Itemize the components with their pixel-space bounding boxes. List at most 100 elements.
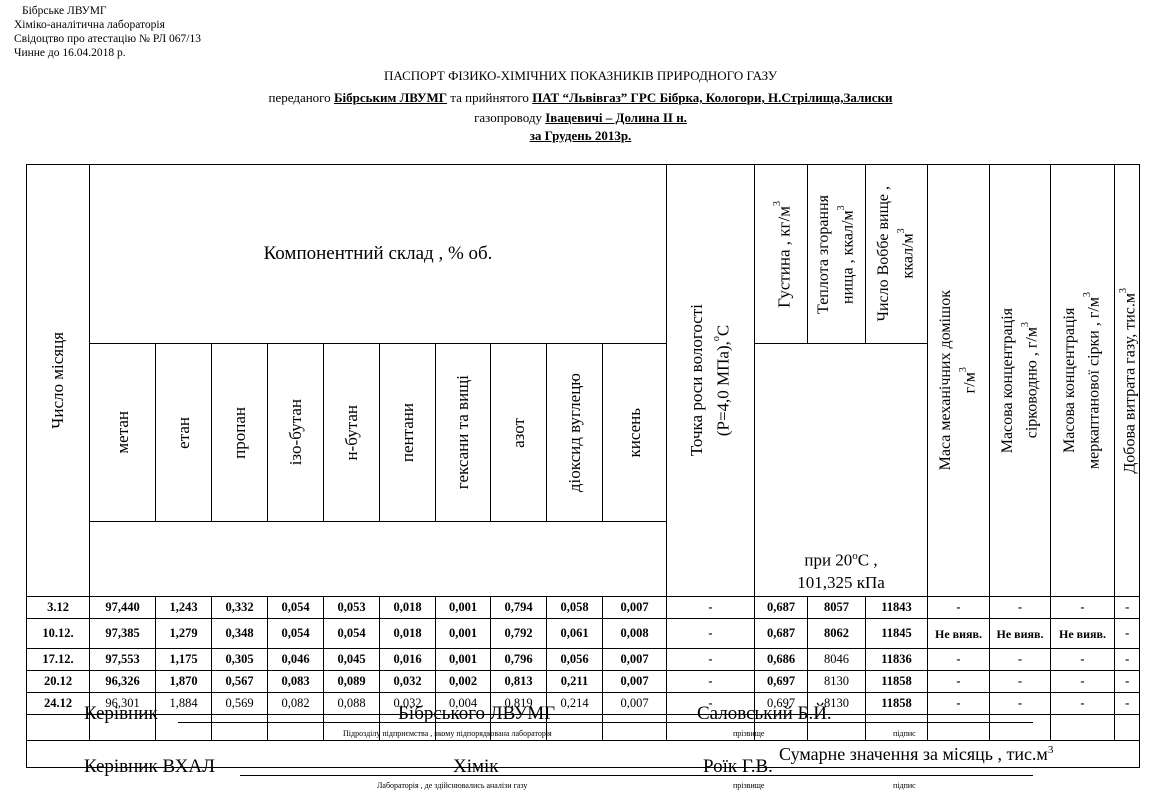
comp-value: 0,053 [323,596,380,619]
wobbe-value: 11858 [865,692,928,715]
comp-value: 96,326 [89,670,156,693]
comp-value: 0,214 [546,692,603,715]
comp-value: 0,083 [267,670,324,693]
period-line: за Грудень 2013р. [529,128,632,143]
lab-name: Хіміко-аналітична лабораторія [14,19,165,31]
comp-isobutane: ізо-бутан [267,343,324,522]
comp-value: 0,016 [379,648,436,671]
h2s-value: - [989,596,1051,619]
mech-value: - [927,648,990,671]
comp-ethane: етан [155,343,212,522]
density-value: 0,697 [754,692,808,715]
wobbe-value: 11843 [865,596,928,619]
mech-value: - [927,692,990,715]
h2s-value: - [989,692,1051,715]
wobbe-header: Число Воббе вище ,ккал/м3 [865,164,928,344]
comp-value: 0,018 [379,596,436,619]
comp-methane: метан [89,343,156,522]
merc-value: Не вияв. [1050,618,1115,649]
mech-value: Не вияв. [927,618,990,649]
comp-value: 0,058 [546,596,603,619]
head-name-caption: прізвище [733,729,765,738]
comp-value: 0,054 [267,596,324,619]
comp-value: 1,175 [155,648,212,671]
comp-value: 1,243 [155,596,212,619]
heat-value: 8046 [807,648,866,671]
comp-value: 0,332 [211,596,268,619]
comp-oxygen: кисень [602,343,667,522]
comp-value: 0,018 [379,618,436,649]
comp-value: 0,002 [435,670,491,693]
day: 17.12. [26,648,90,671]
comp-value: 0,046 [267,648,324,671]
daily-value: - [1113,692,1141,715]
merc-value: - [1050,692,1115,715]
comp-value: 0,001 [435,618,491,649]
comp-nitrogen: азот [490,343,547,522]
comp-value: 0,007 [602,670,667,693]
lab-unit: Хімік [453,756,499,777]
heat-value: 8062 [807,618,866,649]
density-value: 0,697 [754,670,808,693]
gas-parameters-table: Число місяця Компонентний склад , % об. … [25,164,1141,768]
comp-value: 0,007 [602,596,667,619]
signature-line-head: Керівник [84,703,158,724]
pipeline: Івацевичі – Долина ІІ н. [545,110,687,125]
h2s-value: - [989,648,1051,671]
organization-block: Бібрське ЛВУМГ Хіміко-аналітична лаборат… [14,4,201,60]
comp-value: 0,032 [379,670,436,693]
comp-propane: пропан [211,343,268,522]
day: 10.12. [26,618,90,649]
lab-name-signer: Роїк Г.В. [703,756,773,777]
comp-value: 1,884 [155,692,212,715]
head-name: Саловський Б.Й. [697,703,832,724]
comp-value: 0,348 [211,618,268,649]
comp-hexanes: гексани та вищі [435,343,491,522]
comp-value: 0,569 [211,692,268,715]
day: 3.12 [26,596,90,619]
daily-value: - [1113,618,1141,649]
dew-point-header: Точка роси вологості(Р=4,0 МПа),оС [666,164,755,597]
period: Грудень 2013р. [544,128,632,143]
heat-value: 8130 [807,670,866,693]
comp-value: 0,567 [211,670,268,693]
conditions-note: при 20оС ,101,325 кПа [754,343,928,597]
comp-value: 0,794 [490,596,547,619]
comp-value: 0,061 [546,618,603,649]
day-header: Число місяця [26,164,90,597]
comp-value: 0,056 [546,648,603,671]
comp-nbutane: н-бутан [323,343,380,522]
comp-value: 1,870 [155,670,212,693]
comp-value: 0,054 [267,618,324,649]
density-value: 0,686 [754,648,808,671]
signature-line-lab: Керівник ВХАЛ [84,756,215,777]
comp-value: 0,007 [602,648,667,671]
receiver: ПАТ “Львівгаз” ГРС Бібрка, Кологори, Н.С… [532,90,893,105]
comp-value: 97,553 [89,648,156,671]
comp-co2: діоксид вуглецю [546,343,603,522]
comp-value: 97,385 [89,618,156,649]
lab-name-caption: прізвище [733,781,765,790]
mech-value: - [927,670,990,693]
merc-value: - [1050,670,1115,693]
lab-sign-caption: підпис [893,781,916,790]
comp-value: 0,089 [323,670,380,693]
dew-point-value: - [666,648,755,671]
comp-value: 0,054 [323,618,380,649]
wobbe-value: 11858 [865,670,928,693]
comp-value: 0,045 [323,648,380,671]
comp-value: 0,001 [435,648,491,671]
dew-point-value: - [666,596,755,619]
comp-value: 1,279 [155,618,212,649]
mech-value: - [927,596,990,619]
comp-value: 0,305 [211,648,268,671]
wobbe-value: 11836 [865,648,928,671]
comp-value: 0,211 [546,670,603,693]
document-title: ПАСПОРТ ФІЗИКО-ХІМІЧНИХ ПОКАЗНИКІВ ПРИРО… [383,68,778,83]
sender: Бібрським ЛВУМГ [333,90,447,105]
merc-value: - [1050,596,1115,619]
